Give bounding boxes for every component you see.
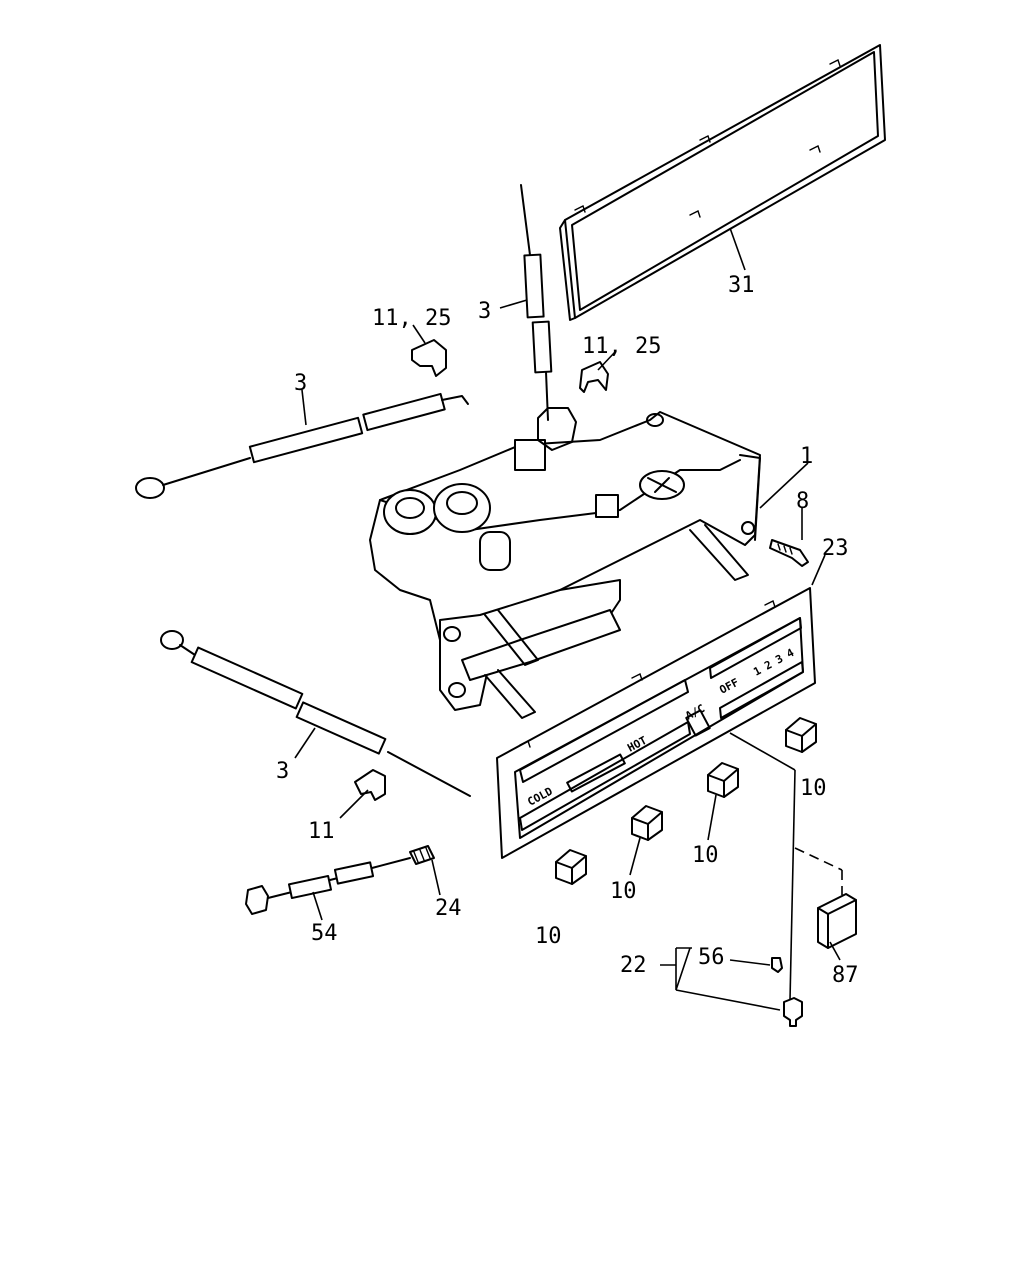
part-3-bottom-cable bbox=[160, 630, 471, 797]
callout-10-mid-left: 10 bbox=[610, 879, 637, 904]
callout-3-bottom: 3 bbox=[276, 759, 289, 784]
callout-1: 1 bbox=[800, 444, 813, 469]
part-11-clip bbox=[339, 769, 386, 819]
part-11-25-right-clip bbox=[579, 351, 616, 393]
part-10-knob-mid-right bbox=[707, 762, 739, 841]
part-24-bulb-socket bbox=[409, 845, 441, 896]
part-87-indicator bbox=[817, 893, 857, 961]
callout-87: 87 bbox=[832, 963, 859, 988]
part-31-cover-plate bbox=[559, 44, 886, 321]
panel-label-speed-2: 2 bbox=[762, 658, 774, 673]
callout-10-mid-right: 10 bbox=[692, 843, 719, 868]
part-22-switch-assembly bbox=[660, 947, 803, 1027]
callout-54: 54 bbox=[311, 921, 338, 946]
callout-23: 23 bbox=[822, 536, 849, 561]
part-10-knob-right bbox=[785, 717, 817, 753]
part-10-knob-mid-left bbox=[629, 805, 663, 876]
callout-3-left: 3 bbox=[294, 371, 307, 396]
callout-10-left: 10 bbox=[535, 924, 562, 949]
part-8-screw bbox=[769, 508, 809, 567]
callout-11: 11 bbox=[308, 819, 335, 844]
callout-56: 56 bbox=[698, 945, 725, 970]
callout-11-25-left: 11, 25 bbox=[372, 306, 451, 331]
part-54-lamp-wire bbox=[245, 857, 411, 921]
callout-labels: 31 3 11, 25 11, 25 3 1 8 23 3 11 10 10 1… bbox=[276, 273, 859, 988]
callout-31: 31 bbox=[728, 273, 755, 298]
callout-11-25-right: 11, 25 bbox=[582, 334, 661, 359]
part-23-front-panel: COLD HOT A/C OFF 1 2 3 4 bbox=[496, 554, 826, 859]
part-3-left-cable bbox=[135, 389, 469, 499]
panel-connection-lines bbox=[729, 732, 843, 1001]
callout-10-right: 10 bbox=[800, 776, 827, 801]
callout-8: 8 bbox=[796, 489, 809, 514]
callout-3-top: 3 bbox=[478, 299, 491, 324]
part-10-knob-left bbox=[555, 849, 587, 885]
callout-22: 22 bbox=[620, 953, 647, 978]
part-3-top-cable bbox=[499, 184, 553, 421]
panel-label-speed-3: 3 bbox=[773, 652, 785, 667]
part-1-control-housing bbox=[369, 407, 809, 719]
part-11-25-left-clip bbox=[411, 324, 447, 377]
callout-24: 24 bbox=[435, 896, 462, 921]
